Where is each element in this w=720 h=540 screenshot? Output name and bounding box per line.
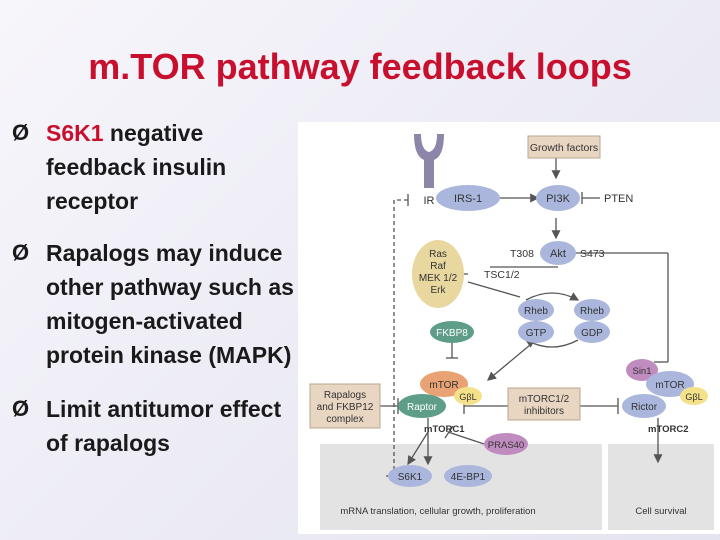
bar-pras40 <box>444 425 454 439</box>
node-ras-raf-mek-erk <box>412 240 464 308</box>
bullet-text: Rapalogs may induce other pathway such a… <box>46 240 294 368</box>
label-mtor-c1: mTOR <box>429 380 458 391</box>
label-growth-factors: Growth factors <box>530 142 598 154</box>
label-raptor: Raptor <box>407 402 438 413</box>
node-gbl-c2 <box>680 387 708 405</box>
label-rictor: Rictor <box>631 402 658 413</box>
label-gbl-c2: GβL <box>685 392 702 402</box>
bullet-arrow-icon: Ø <box>12 120 30 145</box>
arrow-mtorc1-s6k1 <box>407 431 429 466</box>
dashed-feedback-s6k1-irs1 <box>386 199 408 477</box>
line-tsc-rheb <box>467 281 521 298</box>
label-raf: Raf <box>430 261 446 272</box>
bullet-rapalogs: Ø Rapalogs may induce other pathway such … <box>12 236 302 372</box>
label-akt: Akt <box>550 248 566 260</box>
box-growth-factors <box>527 135 601 159</box>
label-erk: Erk <box>431 285 447 296</box>
label-rheb-2: Rheb <box>580 306 604 317</box>
label-fkbp8: FKBP8 <box>436 328 468 339</box>
line-pras40-mtorc1 <box>447 431 485 445</box>
label-4ebp1: 4E-BP1 <box>451 472 486 483</box>
label-pras40: PRAS40 <box>488 440 524 451</box>
label-gtp: GTP <box>526 328 547 339</box>
label-ras: Ras <box>429 249 447 260</box>
label-mtorc1: mTORC1 <box>424 424 465 435</box>
label-mtor-c2: mTOR <box>655 380 684 391</box>
label-t308: T308 <box>510 248 534 260</box>
label-gdp: GDP <box>581 328 603 339</box>
insulin-receptor-icon <box>414 134 444 188</box>
arrow-rheb-mtor <box>487 339 537 381</box>
label-mtorc2: mTORC2 <box>648 424 688 435</box>
node-pi3k <box>536 185 580 211</box>
label-ir: IR <box>424 195 435 207</box>
label-tsc: TSC1/2 <box>484 269 520 281</box>
label-inhibitors-2: inhibitors <box>524 406 564 417</box>
label-sin1: Sin1 <box>632 366 651 377</box>
node-mtor-c1 <box>420 371 468 397</box>
label-rapalogs-3: complex <box>326 414 363 425</box>
node-irs1 <box>436 185 500 211</box>
arrow-rheb-cycle-top <box>525 292 580 301</box>
label-rapalogs-1: Rapalogs <box>324 390 366 401</box>
bullet-limit: Ø Limit antitumor effect of rapalogs <box>12 392 302 460</box>
label-s6k1: S6K1 <box>398 472 423 483</box>
node-rheb-gdp <box>574 299 610 343</box>
label-pi3k: PI3K <box>546 193 571 205</box>
panel-mtorc2-outputs <box>608 444 714 530</box>
node-mtor-c2 <box>646 371 694 397</box>
label-gbl-c1: GβL <box>459 392 476 402</box>
bullet-arrow-icon: Ø <box>12 240 30 265</box>
bullet-text: negative feedback insulin receptor <box>46 120 227 214</box>
node-gbl-c1 <box>454 387 482 405</box>
bullet-list: Ø S6K1 negative feedback insulin receptor… <box>12 116 302 460</box>
label-pten: PTEN <box>604 193 633 205</box>
node-raptor <box>398 394 446 418</box>
box-rapalogs <box>309 383 381 429</box>
panel-mtorc1-outputs <box>320 444 602 530</box>
slide-title: m.TOR pathway feedback loops <box>88 46 632 87</box>
bullet-s6k1: Ø S6K1 negative feedback insulin receptor <box>12 116 302 218</box>
node-akt <box>540 241 576 265</box>
node-4ebp1 <box>444 465 492 487</box>
bullet-highlight: S6K1 <box>46 120 104 146</box>
node-s6k1 <box>388 465 432 487</box>
label-footer-left: mRNA translation, cellular growth, proli… <box>340 506 535 517</box>
label-irs1: IRS-1 <box>454 193 482 205</box>
node-rictor <box>622 394 666 418</box>
label-footer-right: Cell survival <box>635 506 686 517</box>
label-s473: S473 <box>580 248 605 260</box>
label-rapalogs-2: and FKBP12 <box>317 402 374 413</box>
box-mtorc-inhibitors <box>507 387 581 421</box>
node-sin1 <box>626 359 658 381</box>
node-pras40 <box>484 433 528 455</box>
label-mek: MEK 1/2 <box>419 273 458 284</box>
label-inhibitors-1: mTORC1/2 <box>519 394 570 405</box>
bullet-text: Limit antitumor effect of rapalogs <box>46 396 282 456</box>
node-rheb-gtp <box>518 299 554 343</box>
label-rheb-1: Rheb <box>524 306 548 317</box>
bullet-arrow-icon: Ø <box>12 396 30 421</box>
node-fkbp8 <box>430 321 474 343</box>
mtor-pathway-diagram: IR Growth factors IRS-1 PI3K PTEN Akt T3… <box>298 122 720 534</box>
